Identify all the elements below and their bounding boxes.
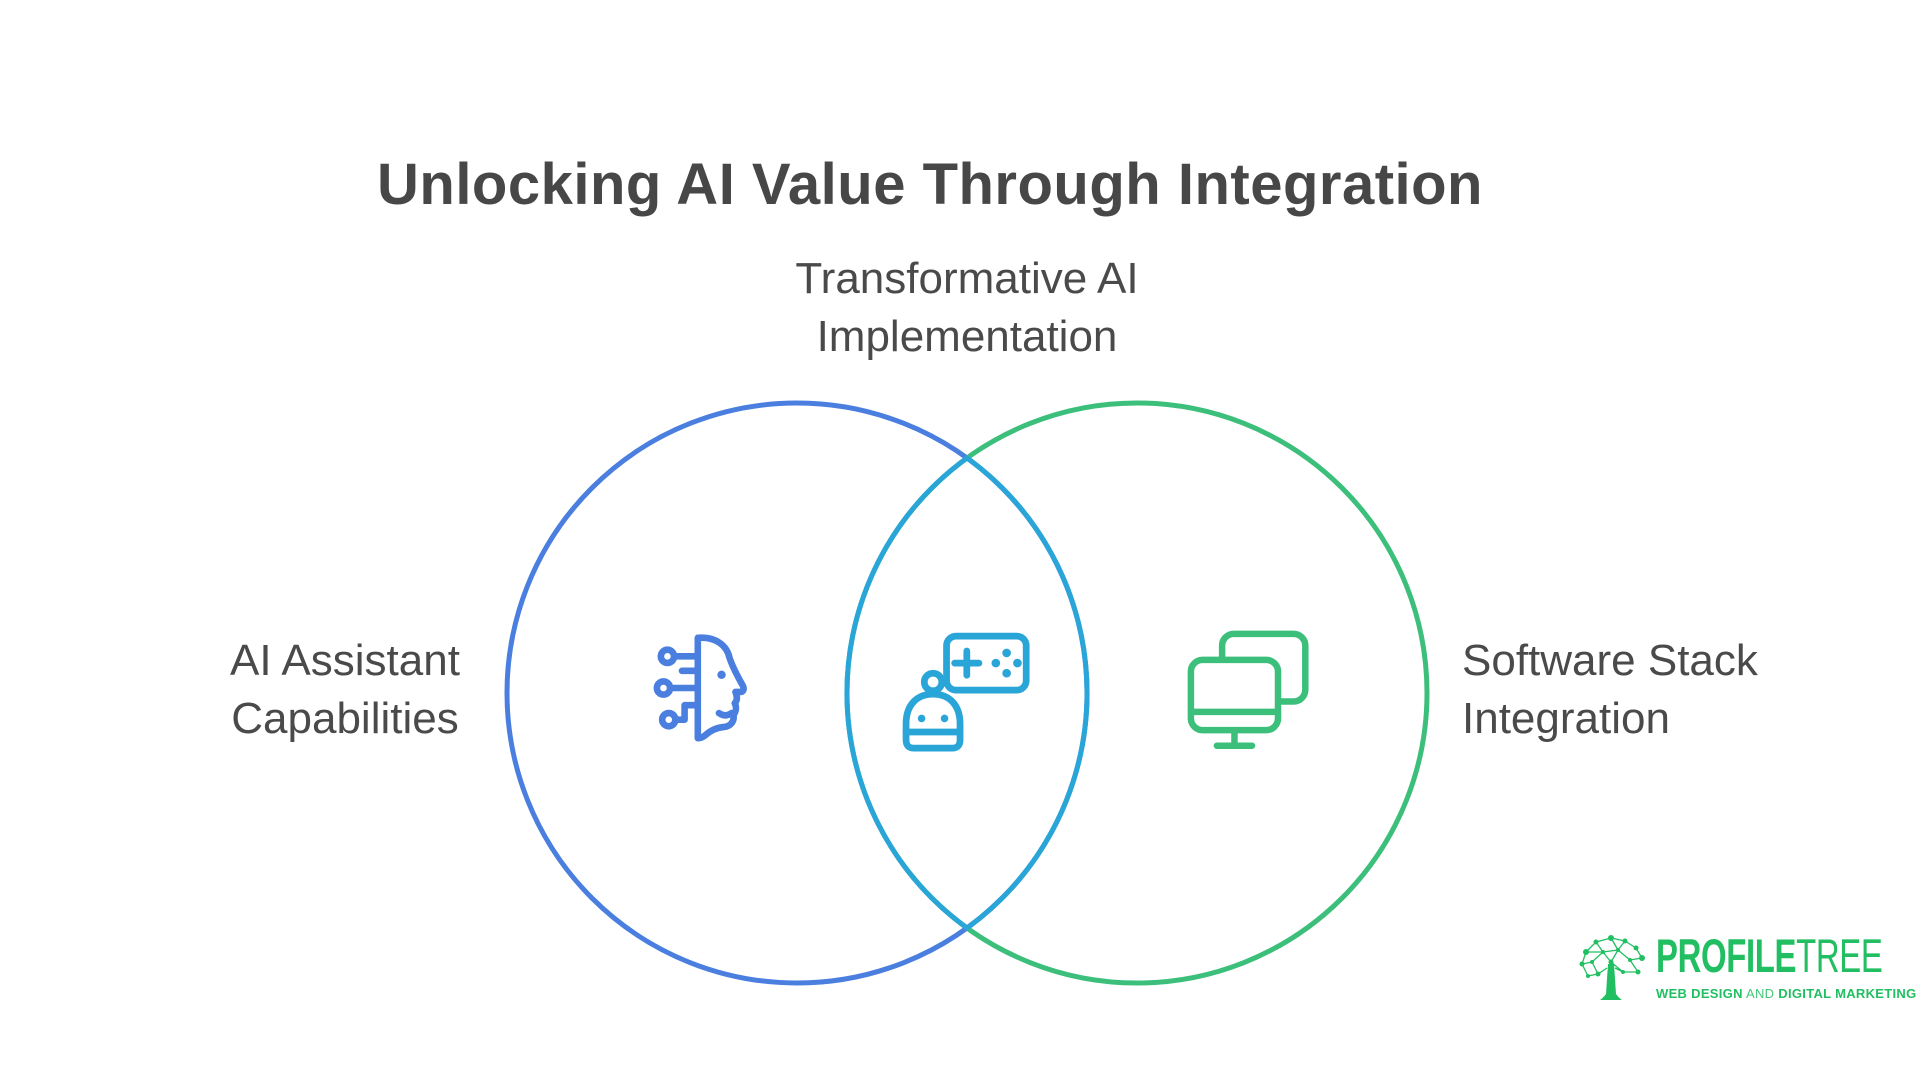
logo-wordmark: PROFILETREE bbox=[1656, 929, 1883, 982]
profiletree-logo: PROFILETREE WEB DESIGN AND DIGITAL MARKE… bbox=[1578, 932, 1920, 1004]
page-title: Unlocking AI Value Through Integration bbox=[377, 151, 1483, 217]
logo-wordmark-light: TREE bbox=[1796, 929, 1883, 982]
logo-text: PROFILETREE WEB DESIGN AND DIGITAL MARKE… bbox=[1656, 932, 1920, 1001]
intersection-label: Transformative AI Implementation bbox=[795, 254, 1139, 362]
dual-monitors-icon bbox=[1187, 630, 1309, 749]
ai-head-icon bbox=[653, 634, 747, 742]
robot-controller-icon bbox=[902, 632, 1030, 752]
profiletree-tree-icon bbox=[1579, 935, 1645, 1000]
intersection-outline bbox=[844, 455, 1090, 931]
left-set-label: AI Assistant Capabilities bbox=[230, 636, 460, 744]
right-set-label: Software Stack Integration bbox=[1462, 636, 1758, 744]
logo-wordmark-bold: PROFILE bbox=[1656, 929, 1797, 982]
logo-tagline: WEB DESIGN AND DIGITAL MARKETING bbox=[1656, 986, 1917, 1001]
